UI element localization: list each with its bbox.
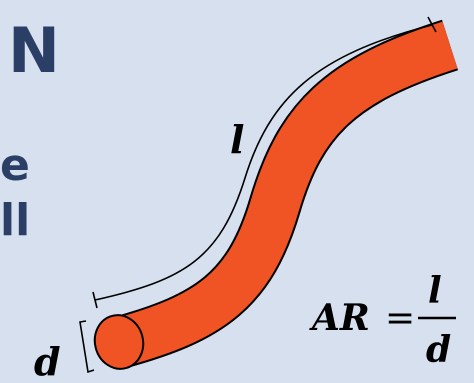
background-title-fragment: N [8, 14, 60, 87]
diameter-bracket [79, 320, 95, 374]
background-text-fragment-1: e [0, 140, 30, 191]
fiber-body [111, 21, 458, 367]
length-tick-start [92, 291, 98, 309]
fiber-end-cap [93, 314, 145, 370]
diameter-label: d [34, 339, 61, 383]
formula-denominator: d [426, 329, 451, 371]
length-tick-end [427, 16, 437, 33]
length-dimension-line [94, 24, 433, 301]
formula-lhs: AR [309, 297, 370, 339]
formula-numerator: l [428, 270, 442, 312]
formula-equals: = [385, 298, 415, 339]
background-text-fragment-2: ll [0, 195, 31, 246]
length-label: l [230, 117, 244, 162]
